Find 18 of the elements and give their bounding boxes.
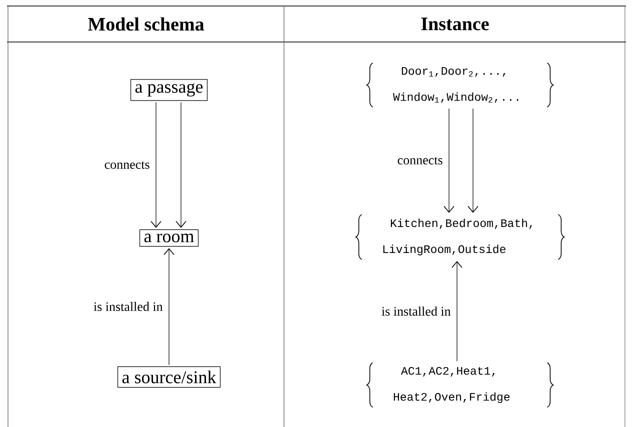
column-header: Instance <box>421 18 489 30</box>
set-expression: Door$_{1}$,Door$_{2}$,..., Window$_{1}$,Window$_{2}$,... <box>366 62 554 108</box>
term-box: a source/sink <box>117 366 221 388</box>
edge-label: connects <box>396 156 444 166</box>
arrow <box>176 102 186 228</box>
arrow <box>468 108 478 213</box>
set-expression: AC1,AC2,Heat1, Heat2,Oven,Fridge <box>366 362 554 408</box>
set-expression: Kitchen,Bedroom,Bath, LivingRoom,Outside <box>355 214 565 260</box>
arrow <box>150 102 162 228</box>
column-header: Model schema <box>88 17 204 31</box>
term-box: a passage <box>130 79 208 101</box>
term-box: a room <box>139 229 199 247</box>
edge-label: connects <box>103 160 151 170</box>
arrow <box>444 108 454 213</box>
edge-label: is installed in <box>92 300 164 312</box>
edge-label: is installed in <box>380 306 452 317</box>
arrow <box>452 261 462 362</box>
arrow <box>164 248 174 366</box>
